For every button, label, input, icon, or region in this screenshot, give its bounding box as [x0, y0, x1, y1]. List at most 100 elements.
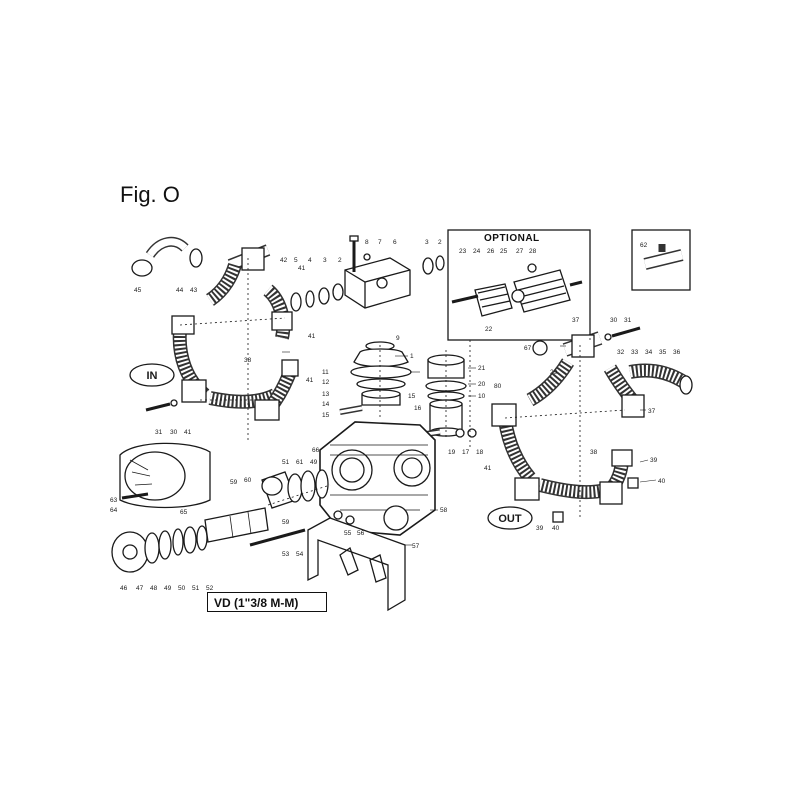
part-label: 9	[396, 335, 400, 342]
outlet-hose-left	[498, 418, 536, 483]
figure-title: Fig. O	[120, 182, 180, 207]
part-label: 13	[322, 391, 330, 398]
part-label: 41	[484, 465, 492, 472]
out-oval	[487, 506, 533, 530]
plug-40-right	[627, 477, 639, 489]
part-label: 33	[631, 349, 639, 356]
out-label: OUT	[498, 513, 522, 525]
part-label: 43	[190, 287, 198, 294]
part-label: 55	[344, 530, 352, 537]
part-label: 1	[410, 353, 414, 360]
part-label: 46	[120, 585, 128, 592]
part-label: 23	[459, 248, 467, 255]
part-label: 24	[473, 248, 481, 255]
in-label: IN	[147, 370, 158, 382]
washer-30-right	[604, 333, 612, 341]
part-label: 4	[308, 257, 312, 264]
part-label: 41	[184, 429, 192, 436]
part-label: 64	[110, 507, 118, 514]
outlet-tee-upper	[562, 331, 603, 358]
bolt-31-left	[145, 402, 171, 412]
part-label: 42	[280, 257, 288, 264]
part-label: 63	[110, 497, 118, 504]
part-label: 26	[487, 248, 495, 255]
part-label: 31	[155, 429, 163, 436]
tee-fitting-62	[643, 244, 684, 270]
inset-box-62	[631, 229, 691, 291]
plug-67	[532, 340, 548, 356]
inlet-fitting-lower-right	[254, 399, 280, 421]
part-label: 66	[312, 447, 320, 454]
part-label: 2	[338, 257, 342, 264]
part-label: 3	[425, 239, 429, 246]
model-label-box: VD (1"3/8 M-M)	[207, 592, 327, 612]
inlet-hose-right	[263, 284, 291, 340]
diaphragm-stack	[339, 341, 412, 415]
part-label: 14	[322, 401, 330, 408]
part-label: 52	[206, 585, 214, 592]
part-label: 8	[365, 239, 369, 246]
outlet-fitting-37	[621, 394, 645, 418]
part-label: 38	[244, 357, 252, 364]
part-label: 56	[357, 530, 365, 537]
part-label: 67	[524, 345, 532, 352]
bolt-31-right	[611, 326, 641, 338]
bolt-8-7	[349, 235, 371, 272]
inlet-hose-upper	[205, 262, 242, 306]
part-label: 45	[134, 287, 142, 294]
part-label: 62	[640, 242, 648, 249]
outlet-fitting-lower-right	[599, 481, 623, 505]
part-label: 29	[550, 369, 558, 376]
cover-65	[119, 442, 211, 509]
outlet-hose-lower	[538, 478, 607, 500]
part-label: 25	[500, 248, 508, 255]
outlet-hose-upper	[526, 358, 574, 407]
part-label: 44	[176, 287, 184, 294]
part-label: 80	[494, 383, 502, 390]
part-label: 34	[645, 349, 653, 356]
washer-30-left	[170, 399, 178, 407]
part-label: 49	[164, 585, 172, 592]
in-oval	[129, 363, 175, 387]
part-number-labels: 45 44 43 42 5 4 3 2 8 7 6 3 2 23 24 26 2…	[110, 239, 681, 592]
part-label: 41	[306, 377, 314, 384]
plug-40-lower	[552, 511, 564, 523]
pump-body	[319, 421, 436, 536]
part-label: 15	[322, 412, 330, 419]
part-label: 35	[659, 349, 667, 356]
part-label: 6	[393, 239, 397, 246]
part-label: 50	[178, 585, 186, 592]
part-label: 30	[170, 429, 178, 436]
outlet-fitting-41	[491, 403, 517, 427]
part-label: 31	[624, 317, 632, 324]
bolt-53	[249, 528, 306, 547]
part-label: 51	[282, 459, 290, 466]
part-label: 36	[673, 349, 681, 356]
part-label: 10	[478, 393, 486, 400]
part-label: 27	[516, 248, 524, 255]
part-label: 40	[658, 478, 666, 485]
part-label: 61	[296, 459, 304, 466]
part-label: 41	[298, 265, 306, 272]
bearing-stack-47-51	[144, 525, 208, 564]
part-label: 60	[244, 477, 252, 484]
part-label: 38	[590, 449, 598, 456]
drive-shaft-52	[204, 507, 269, 543]
part-label: 2	[438, 239, 442, 246]
part-label: 18	[476, 449, 484, 456]
outlet-hose-36	[628, 363, 693, 395]
rings-3-2-right	[422, 255, 445, 275]
part-label: 21	[478, 365, 486, 372]
part-label: 54	[296, 551, 304, 558]
part-label: 37	[648, 408, 656, 415]
part-label: 12	[322, 379, 330, 386]
part-label: 47	[136, 585, 144, 592]
screw-63-64	[121, 492, 149, 500]
part-label: 39	[650, 457, 658, 464]
part-label: 58	[440, 507, 448, 514]
inlet-rings-5-4-3-2	[290, 283, 344, 312]
assembly-guide-lines	[179, 230, 626, 520]
part-label: 39	[536, 525, 544, 532]
part-label: 59	[230, 479, 238, 486]
label-leader-lines	[282, 345, 657, 546]
